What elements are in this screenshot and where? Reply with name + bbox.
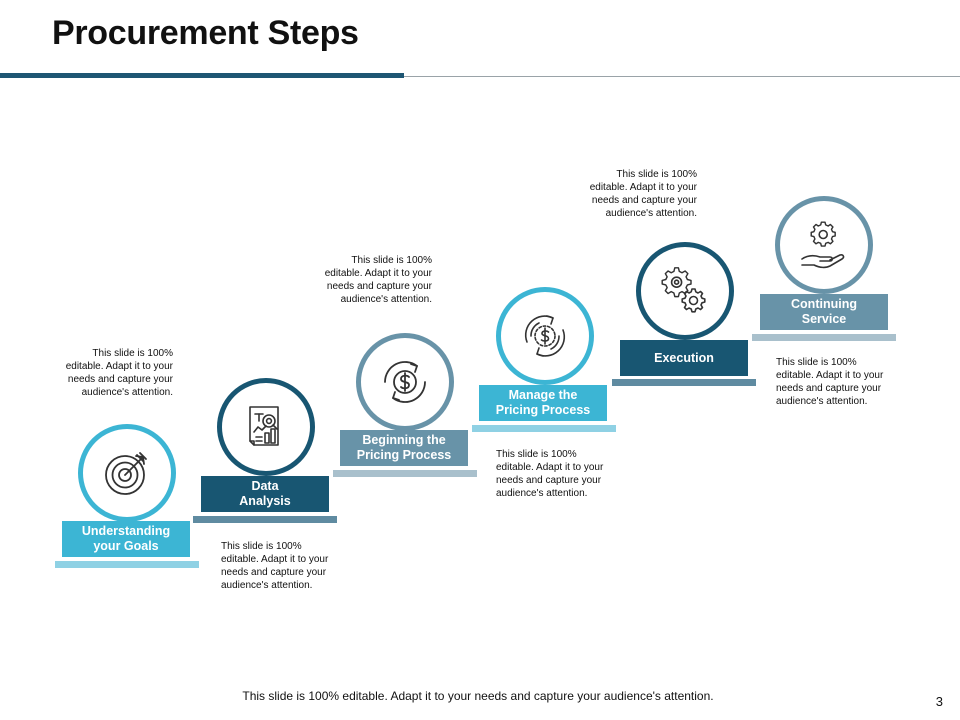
gears-icon [661,267,706,313]
footer-caption: This slide is 100% editable. Adapt it to… [242,689,714,703]
step-5-label: Execution [620,340,748,376]
step-4-icon-ring [496,287,594,385]
page-number: 3 [935,694,943,709]
step-6-icon-ring [775,196,873,294]
step-5-shelf [612,379,756,386]
step-1-label: Understanding your Goals [62,521,190,557]
step-6-shelf [752,334,896,341]
hand-gear-icon [801,221,845,269]
step-3-note: This slide is 100% editable. Adapt it to… [324,255,432,305]
dollar-refresh-icon [524,315,566,357]
title-underline-accent [0,73,404,78]
step-1-icon-ring [78,424,176,522]
step-3-icon-ring [356,333,454,431]
document-analysis-icon [249,406,279,446]
step-2-note: This slide is 100% editable. Adapt it to… [221,541,329,591]
step-4-note: This slide is 100% editable. Adapt it to… [496,449,604,499]
step-6-note: This slide is 100% editable. Adapt it to… [776,357,884,407]
step-3-shelf [333,470,477,477]
step-6-label: Continuing Service [760,294,888,330]
step-4-shelf [472,425,616,432]
step-1-note: This slide is 100% editable. Adapt it to… [65,348,173,398]
dollar-cycle-icon [384,361,426,403]
step-2-shelf [193,516,337,523]
title-underline-rule [404,76,960,77]
step-3-label: Beginning the Pricing Process [340,430,468,466]
step-1-shelf [55,561,199,568]
step-5-icon-ring [636,242,734,340]
step-5-note: This slide is 100% editable. Adapt it to… [589,169,697,219]
step-4-label: Manage the Pricing Process [479,385,607,421]
step-2-icon-ring [217,378,315,476]
target-arrow-icon [105,452,147,495]
page-title: Procurement Steps [52,14,359,52]
step-2-label: Data Analysis [201,476,329,512]
